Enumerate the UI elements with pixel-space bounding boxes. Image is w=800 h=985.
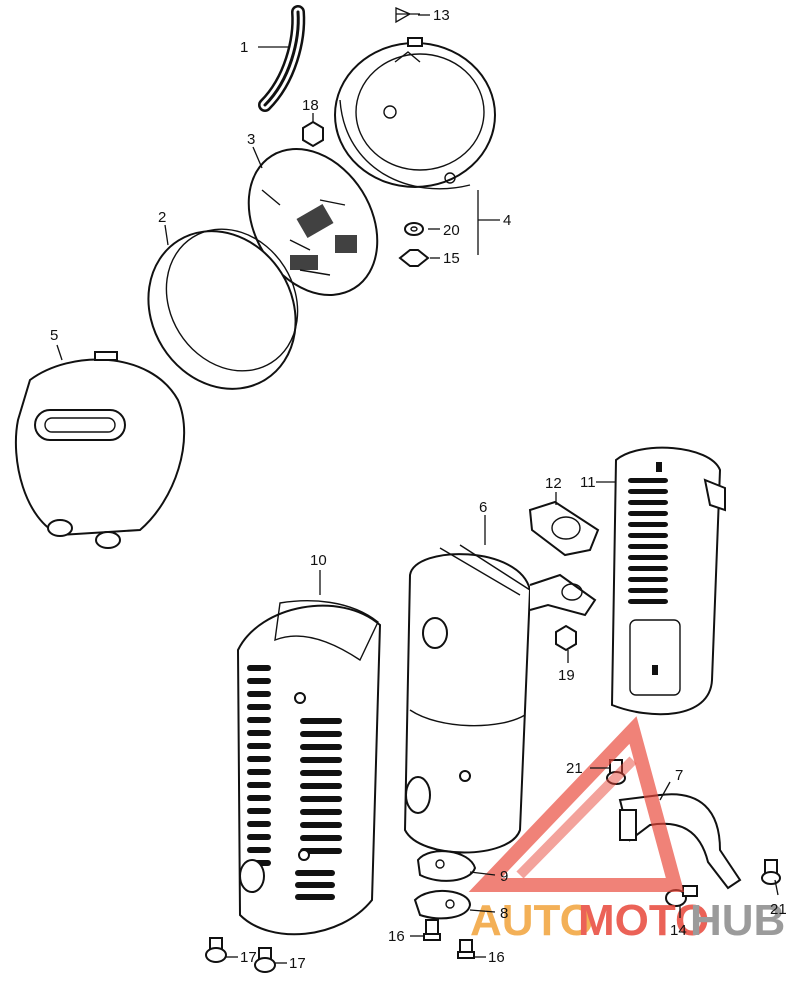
callout-9: 9: [500, 868, 508, 885]
vent-slot: [628, 555, 668, 560]
callout-11: 11: [580, 474, 596, 491]
vent-slot: [300, 848, 342, 854]
vent-slot: [628, 577, 668, 582]
part-arrow: [395, 7, 420, 24]
part-gasket: [528, 500, 600, 557]
part-air-cleaner-cover: [14, 351, 186, 549]
vent-slot: [247, 678, 271, 684]
vent-slot: [247, 665, 271, 671]
part-washer-20: [404, 222, 424, 236]
part-gasket-8: [413, 889, 472, 920]
callout-15: 15: [443, 250, 460, 267]
vent-slot: [628, 566, 668, 571]
vent-slot: [247, 834, 271, 840]
vent-slot: [247, 691, 271, 697]
vent-slot: [300, 783, 342, 789]
part-bolt-21b: [761, 859, 781, 885]
callout-17a: 17: [240, 949, 257, 966]
vent-slot: [295, 882, 335, 888]
vent-slot: [628, 511, 668, 516]
part-bolt-16a: [423, 919, 441, 941]
part-element-holder: [247, 148, 379, 296]
callout-10: 10: [310, 552, 327, 569]
vent-slot: [295, 870, 335, 876]
vent-slot: [300, 770, 342, 776]
watermark-logo: AUTO MOTO HUB: [468, 716, 785, 945]
callout-8: 8: [500, 905, 508, 922]
vent-slot: [628, 533, 668, 538]
callout-16b: 16: [488, 949, 505, 966]
part-bracket: [618, 793, 742, 890]
callout-21a: 21: [566, 760, 583, 777]
part-plate-9: [416, 850, 477, 882]
vent-slot: [300, 757, 342, 763]
part-air-cleaner-case: [334, 37, 496, 190]
part-bolt-17a: [205, 937, 227, 963]
watermark-word-hub: HUB: [690, 896, 785, 945]
watermark-word-auto: AUTO: [470, 896, 594, 945]
part-element: [147, 228, 299, 390]
vent-slot: [300, 744, 342, 750]
watermark-triangle-outer: [468, 716, 685, 892]
callouts: 1 2 3 4 5 6 7 8 9 10 11 12 13 14 15 16 1…: [50, 7, 787, 972]
vent-slot: [300, 718, 342, 724]
vent-slot: [628, 522, 668, 527]
vent-slot: [628, 599, 668, 604]
watermark-word-moto: MOTO: [578, 896, 709, 945]
part-muffler-protector-front: [236, 600, 382, 936]
vent-slot: [247, 769, 271, 775]
vent-slot: [300, 731, 342, 737]
callout-14: 14: [670, 922, 687, 939]
vent-slot: [247, 782, 271, 788]
vent-slot: [295, 894, 335, 900]
callout-20: 20: [443, 222, 460, 239]
vent-slot: [247, 795, 271, 801]
callout-3: 3: [247, 131, 255, 148]
vent-slot: [247, 743, 271, 749]
callout-1: 1: [240, 39, 248, 56]
part-muffler-protector-rear: [610, 446, 726, 716]
part-wing-nut-15: [398, 249, 430, 267]
callout-13: 13: [433, 7, 450, 24]
vent-slot: [628, 500, 668, 505]
part-bolt-16b: [457, 939, 475, 959]
vent-slot: [300, 809, 342, 815]
vent-slot: [247, 808, 271, 814]
vent-slot: [628, 478, 668, 483]
watermark-triangle-inner: [516, 756, 637, 879]
callout-18: 18: [302, 97, 319, 114]
vent-slot: [628, 544, 668, 549]
callout-19: 19: [558, 667, 575, 684]
part-hose: [258, 5, 306, 112]
callout-2: 2: [158, 209, 166, 226]
vent-slot: [628, 588, 668, 593]
vent-slot: [300, 796, 342, 802]
part-nut-18: [302, 120, 324, 148]
vent-slot: [247, 756, 271, 762]
vent-slot: [247, 730, 271, 736]
vent-slot: [247, 821, 271, 827]
callout-7: 7: [675, 767, 683, 784]
callout-4: 4: [503, 212, 511, 229]
vent-slot: [628, 489, 668, 494]
vent-slot: [247, 704, 271, 710]
callout-6: 6: [479, 499, 487, 516]
part-muffler: [403, 544, 597, 854]
vent-slot: [247, 717, 271, 723]
part-nut-19: [555, 624, 577, 652]
callout-12: 12: [545, 475, 562, 492]
callout-17b: 17: [289, 955, 306, 972]
callout-5: 5: [50, 327, 58, 344]
leader-lines: [56, 14, 779, 964]
vent-slot: [300, 835, 342, 841]
callout-21b: 21: [770, 901, 787, 918]
callout-16a: 16: [388, 928, 405, 945]
part-bolt-17b: [254, 947, 276, 973]
vent-slot: [247, 847, 271, 853]
vent-slot: [300, 822, 342, 828]
